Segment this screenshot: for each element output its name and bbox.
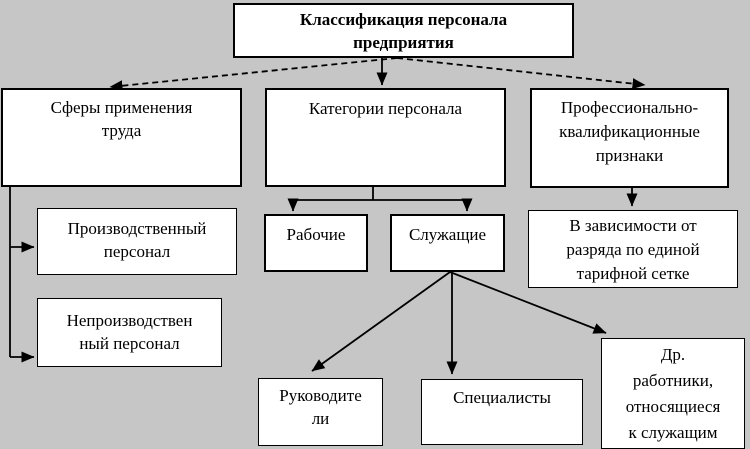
node-employees: Служащие (390, 214, 505, 272)
node-workers: Рабочие (264, 214, 368, 272)
node-spheres: Сферы применения труда (1, 88, 242, 187)
node-others: Др. работники, относящиеся к служащим (601, 338, 745, 449)
edge-root-spheres (109, 57, 398, 92)
node-categories: Категории персонала (265, 88, 506, 187)
edge-root-prof (396, 57, 646, 90)
node-specialists: Специалисты (421, 379, 583, 445)
node-managers: Руководите ли (258, 378, 383, 446)
node-tariff: В зависимости от разряда по единой тариф… (528, 210, 738, 288)
node-nonprod: Непроизводствен ный персонал (37, 298, 222, 367)
edge-employees-managers (311, 271, 451, 372)
node-root: Классификация персонала предприятия (233, 3, 574, 58)
node-prod: Производственный персонал (37, 208, 237, 275)
node-prof: Профессионально- квалификационные призна… (530, 88, 729, 188)
edge-employees-others (449, 271, 607, 334)
